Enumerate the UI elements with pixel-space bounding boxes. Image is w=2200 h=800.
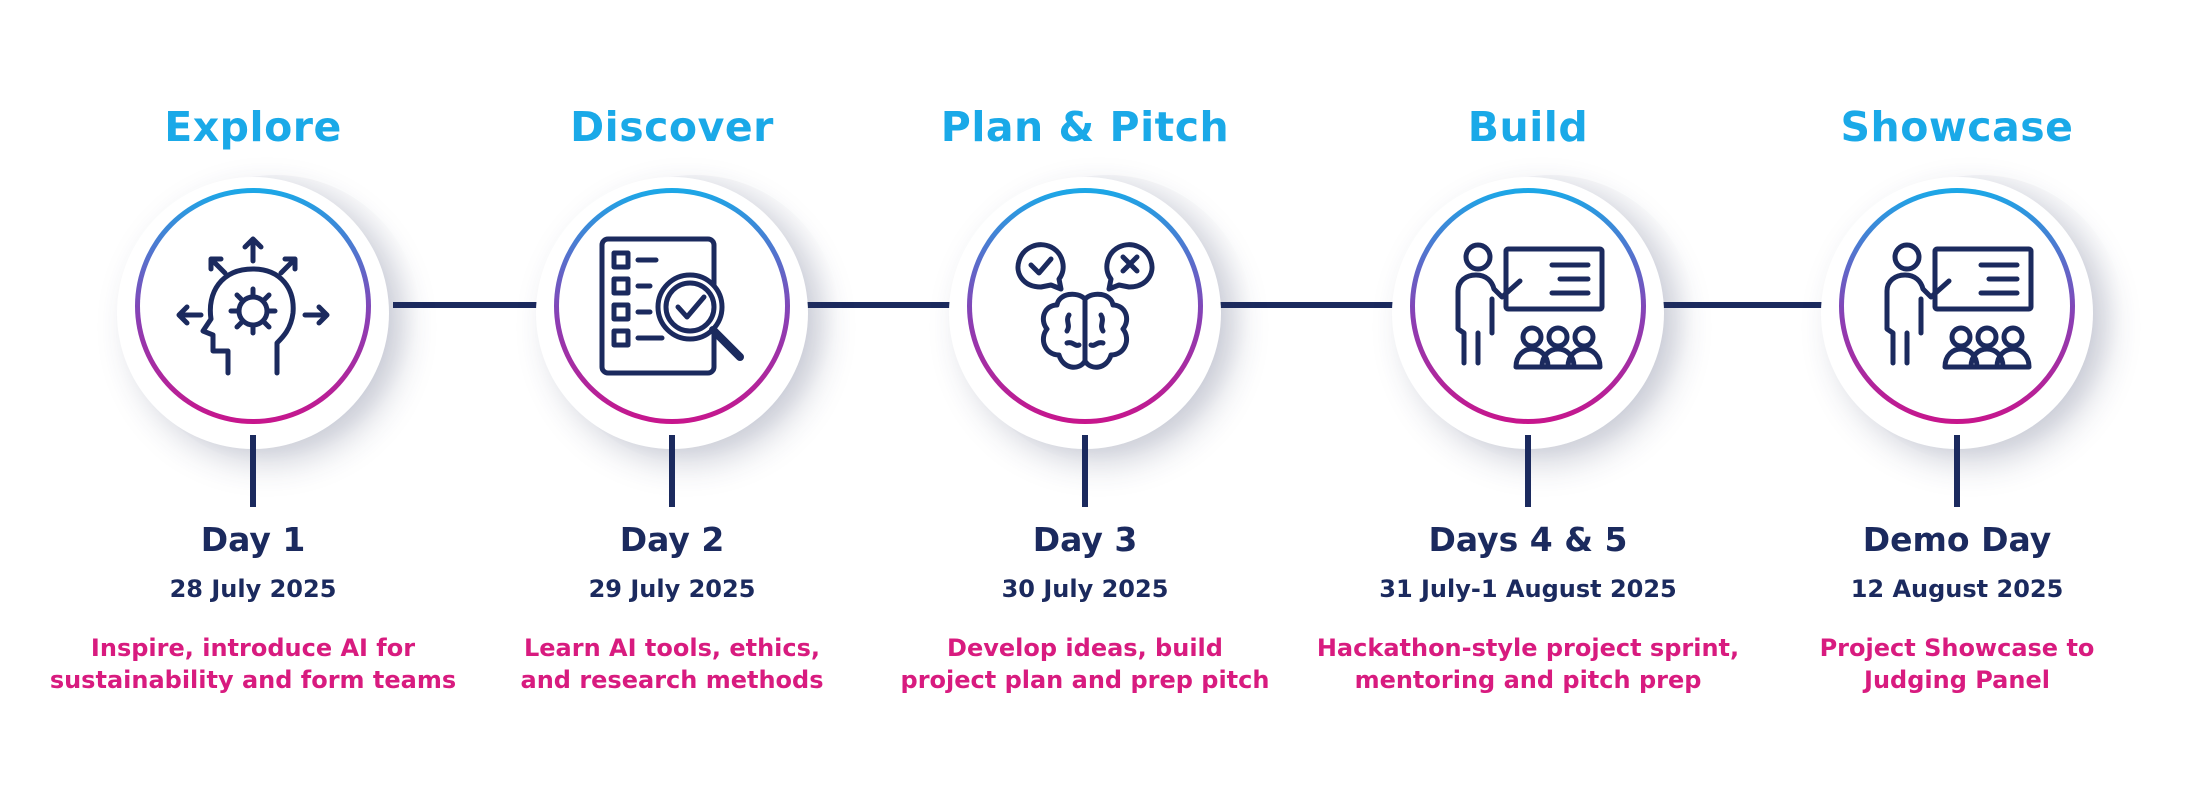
stage-description: Learn AI tools, ethics,and research meth… bbox=[520, 634, 824, 694]
presenter-audience-icon bbox=[1877, 233, 2037, 383]
checklist-magnifier-icon bbox=[592, 233, 752, 383]
stage-day: Demo Day bbox=[1862, 520, 2052, 559]
stage-day: Day 3 bbox=[1032, 520, 1138, 559]
stage-explore: Explore Day 1 28 July 2025 Inspire, intr… bbox=[0, 0, 513, 800]
presenter-audience-icon bbox=[1448, 233, 1608, 383]
stage-showcase: Showcase Demo Day 12 August 2025 Project… bbox=[1697, 0, 2200, 800]
stage-date: 29 July 2025 bbox=[588, 575, 756, 603]
stage-description: Hackathon-style project sprint,mentoring… bbox=[1316, 634, 1740, 694]
connector-drop bbox=[250, 435, 256, 507]
connector-line bbox=[1213, 302, 1398, 308]
stage-day: Days 4 & 5 bbox=[1428, 520, 1628, 559]
stage-plan-pitch: Plan & Pitch Day 3 30 July 2025 Develop … bbox=[825, 0, 1345, 800]
stage-title: Plan & Pitch bbox=[940, 103, 1230, 151]
stage-date: 31 July-1 August 2025 bbox=[1379, 575, 1677, 603]
stage-title: Explore bbox=[164, 103, 342, 151]
stage-build: Build Days 4 & 5 31 July-1 August 2025 H… bbox=[1268, 0, 1788, 800]
connector-line bbox=[805, 302, 957, 308]
connector-line bbox=[393, 302, 545, 308]
stage-date: 28 July 2025 bbox=[169, 575, 337, 603]
stage-discover: Discover Day 2 29 July 2025 Learn AI too… bbox=[412, 0, 932, 800]
gradient-ring bbox=[1839, 188, 2075, 424]
stage-date: 30 July 2025 bbox=[1001, 575, 1169, 603]
head-gear-arrows-icon bbox=[173, 233, 333, 383]
connector-line bbox=[1657, 302, 1825, 308]
gradient-ring bbox=[1410, 188, 1646, 424]
stage-title: Showcase bbox=[1840, 103, 2074, 151]
connector-drop bbox=[669, 435, 675, 507]
stage-title: Build bbox=[1467, 103, 1589, 151]
connector-drop bbox=[1954, 435, 1960, 507]
connector-drop bbox=[1082, 435, 1088, 507]
brain-check-cross-icon bbox=[1005, 233, 1165, 383]
stage-day: Day 1 bbox=[200, 520, 306, 559]
stage-day: Day 2 bbox=[619, 520, 725, 559]
gradient-ring bbox=[135, 188, 371, 424]
stage-title: Discover bbox=[570, 103, 774, 151]
connector-drop bbox=[1525, 435, 1531, 507]
stage-date: 12 August 2025 bbox=[1850, 575, 2064, 603]
